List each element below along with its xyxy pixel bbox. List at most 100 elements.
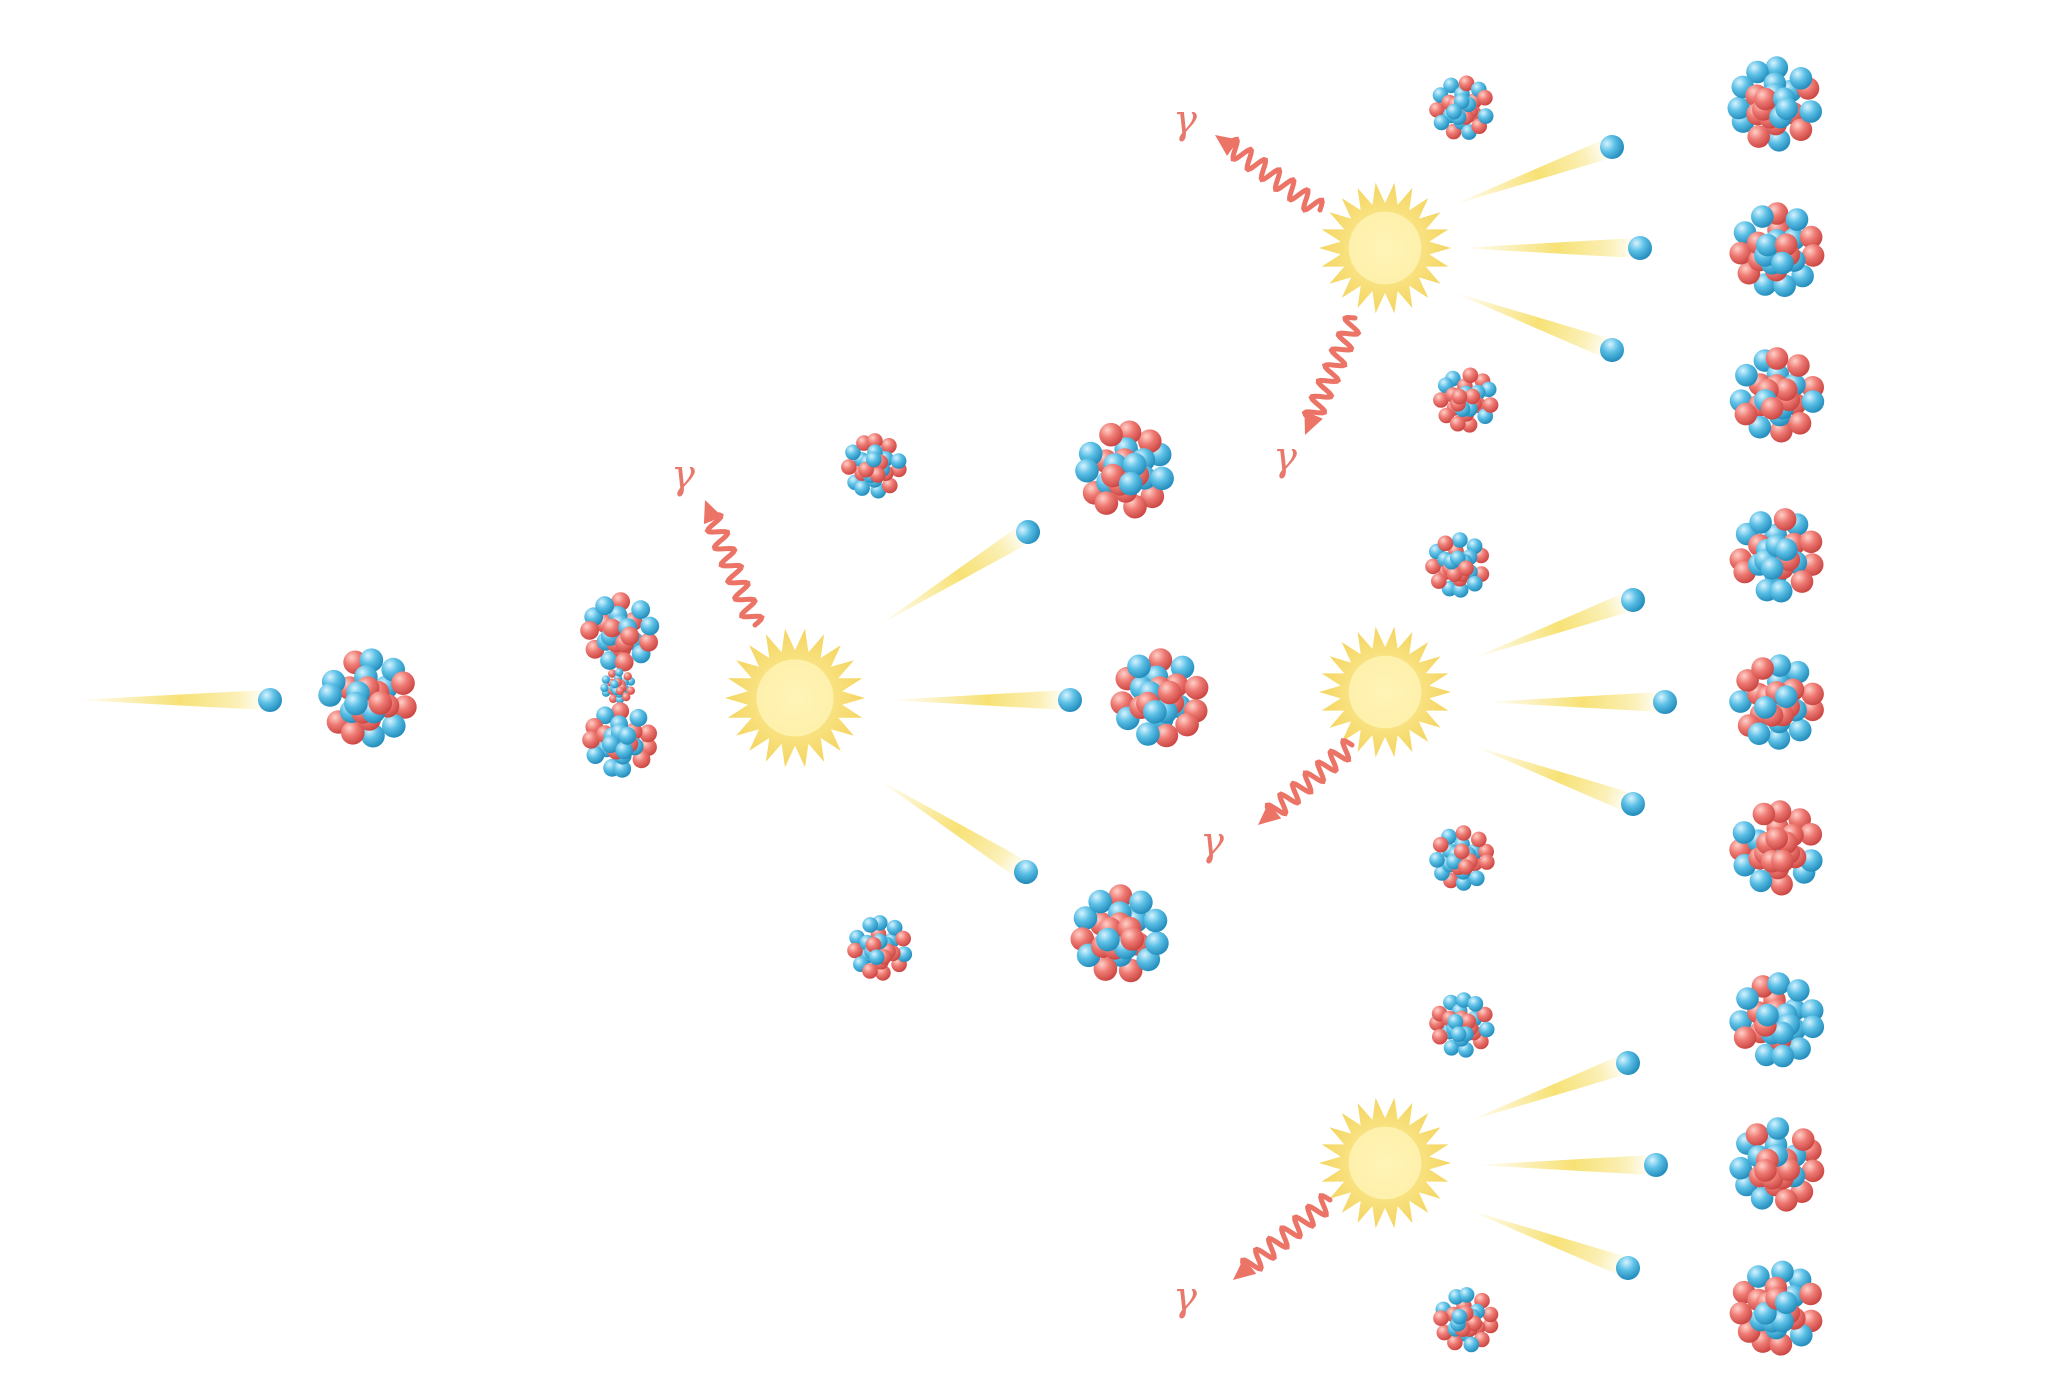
- neutron-particle: [1122, 452, 1147, 477]
- proton: [1460, 1013, 1477, 1030]
- neutron-particle: [1096, 927, 1120, 952]
- neutron-trail: [1452, 291, 1612, 359]
- neutron-particle: [1754, 696, 1777, 719]
- fragment-small-3b: [1429, 825, 1495, 891]
- proton: [1765, 347, 1789, 370]
- neutron-2a: [1452, 135, 1624, 206]
- proton: [1140, 484, 1165, 509]
- proton: [1432, 836, 1449, 853]
- proton: [611, 702, 630, 720]
- neutron-particle: [1463, 1336, 1480, 1353]
- proton: [1729, 1301, 1753, 1325]
- neutron-particle: [1735, 363, 1758, 387]
- neutron-trail: [1473, 745, 1633, 813]
- product-2b: [1729, 202, 1825, 298]
- proton: [1801, 244, 1825, 267]
- neutron-particle: [1736, 987, 1759, 1010]
- proton: [1760, 397, 1784, 420]
- neutron-particle: [600, 683, 609, 693]
- proton: [1458, 75, 1475, 92]
- neutron-particle: [1771, 1021, 1794, 1045]
- proton: [1175, 712, 1199, 737]
- flash-core: [1348, 1126, 1422, 1200]
- proton: [1801, 698, 1824, 722]
- proton: [1754, 1159, 1777, 1182]
- neutron-particle: [610, 680, 619, 689]
- neutron-2b: [1460, 236, 1652, 260]
- proton: [1788, 412, 1812, 435]
- proton: [1108, 884, 1133, 908]
- neutron-icon: [1600, 135, 1624, 159]
- neutron-particle: [1073, 906, 1098, 930]
- proton: [1479, 854, 1495, 870]
- proton: [1429, 102, 1445, 118]
- proton: [1482, 397, 1499, 413]
- neutron-trail: [1452, 138, 1612, 206]
- proton: [1771, 849, 1794, 873]
- proton: [1093, 957, 1118, 981]
- neutron-particle: [640, 616, 660, 636]
- proton: [620, 626, 640, 646]
- neutron-icon: [1621, 588, 1645, 612]
- proton: [870, 467, 886, 483]
- proton: [1482, 1306, 1499, 1323]
- neutron-particle: [1458, 1287, 1475, 1303]
- proton: [1101, 463, 1125, 488]
- product-4a: [1729, 972, 1825, 1068]
- proton: [393, 695, 417, 719]
- incoming-neutron: [75, 688, 282, 712]
- gamma-ray-1: γ: [671, 452, 765, 628]
- neutron-icon: [258, 688, 282, 712]
- proton: [1447, 1334, 1463, 1351]
- splitting-neck: [600, 668, 636, 704]
- neutron-particle: [595, 596, 615, 616]
- proton: [1801, 1159, 1825, 1183]
- product-3b: [1729, 654, 1824, 750]
- proton: [895, 930, 911, 947]
- neutron-particle: [1478, 1021, 1495, 1038]
- fragment-small-2b: [1433, 367, 1499, 433]
- fission-flash-4: [1319, 1097, 1451, 1229]
- proton: [580, 621, 599, 640]
- proton: [1799, 530, 1823, 554]
- neutron-1a: [879, 520, 1040, 625]
- neutron-particle: [344, 691, 368, 716]
- proton: [368, 691, 393, 715]
- proton: [1799, 1282, 1822, 1306]
- flash-core: [1348, 211, 1422, 285]
- gamma-ray-2b: γ: [1273, 314, 1362, 480]
- arrowhead: [1233, 1258, 1257, 1280]
- fragment-small-2a: [1429, 75, 1494, 140]
- wavy-arrow-icon: [1301, 314, 1362, 423]
- neutron-particle: [1088, 889, 1112, 914]
- neutron-particle: [868, 949, 885, 965]
- neutron-particle: [1450, 1026, 1467, 1042]
- neutron-particle: [1127, 654, 1151, 679]
- neutron-trail: [1485, 692, 1661, 712]
- proton: [615, 686, 625, 696]
- gamma-label: γ: [1200, 819, 1224, 865]
- neutron-particle: [1446, 103, 1462, 120]
- fission-flash-1: [725, 628, 865, 768]
- neutron-trail: [1468, 1209, 1628, 1277]
- proton: [1733, 1026, 1757, 1049]
- neutron-trail: [890, 690, 1066, 710]
- neutron-trail: [1460, 238, 1636, 258]
- target-nucleus: [318, 648, 417, 748]
- proton: [1752, 802, 1776, 826]
- gamma-ray-3: γ: [1200, 738, 1355, 865]
- proton: [639, 632, 658, 652]
- flash-core: [756, 659, 834, 737]
- neutron-particle: [1749, 869, 1773, 893]
- neutron-particle: [1771, 251, 1794, 275]
- product-4b: [1729, 1117, 1825, 1212]
- proton: [1482, 1317, 1499, 1334]
- neutron-particle: [600, 651, 619, 670]
- neutron-particle: [1143, 700, 1167, 724]
- neutron-particle: [1756, 233, 1779, 257]
- neutron-particle: [1746, 60, 1769, 84]
- neutron-1b: [890, 688, 1082, 712]
- neutron-particle: [886, 919, 903, 936]
- neutron-icon: [1616, 1256, 1640, 1280]
- neutron-particle: [1801, 390, 1825, 413]
